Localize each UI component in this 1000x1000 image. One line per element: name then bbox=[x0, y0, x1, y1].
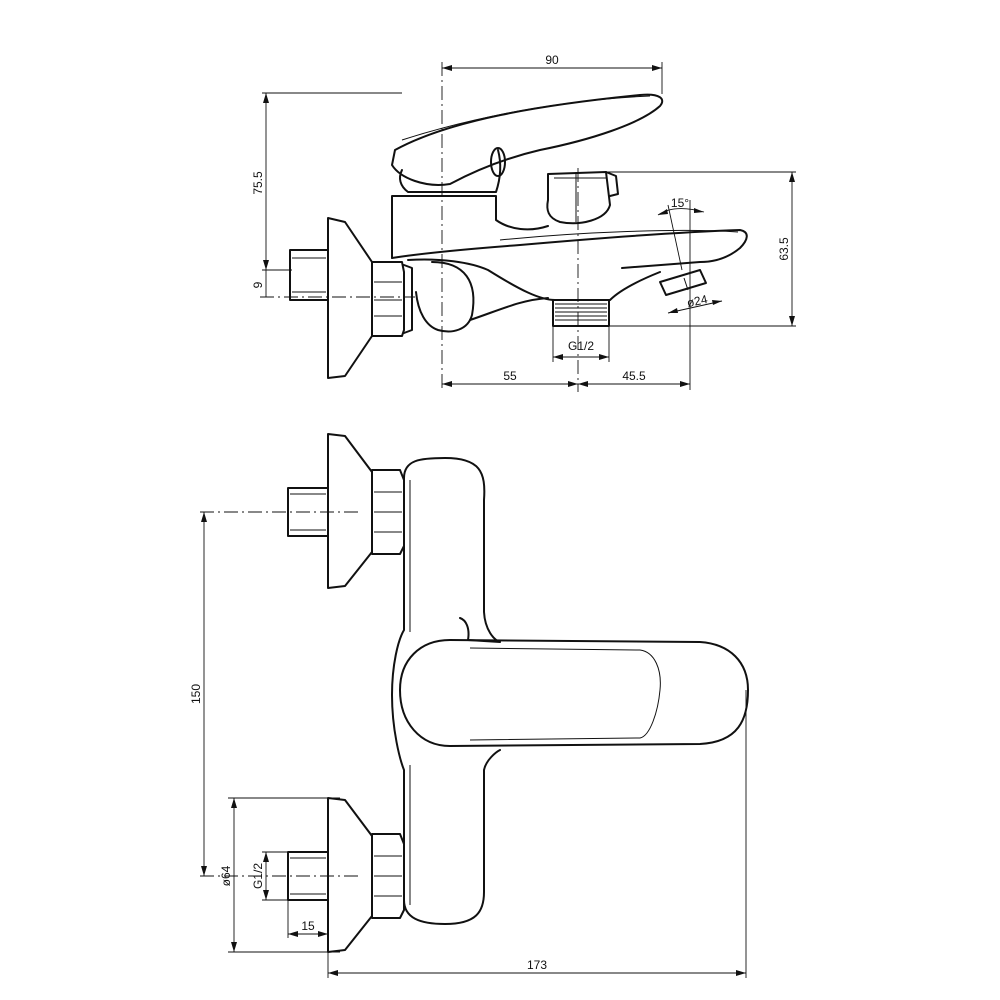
dimension-outlet-thread: G1/2 bbox=[552, 326, 610, 362]
dimension-inlet-thread: G1/2 bbox=[251, 851, 290, 901]
dimension-15: 15 bbox=[287, 900, 329, 938]
dimension-150: 150 bbox=[189, 512, 207, 876]
dim-outlet-thread-label: G1/2 bbox=[568, 339, 594, 353]
dimension-75-5: 75.5 bbox=[251, 92, 402, 270]
outlet-thread bbox=[552, 299, 610, 327]
spout-aerator bbox=[659, 269, 707, 296]
lever-handle bbox=[391, 93, 664, 193]
dim-173-label: 173 bbox=[527, 958, 547, 972]
diverter-knob bbox=[546, 171, 619, 225]
dim-9-label: 9 bbox=[251, 281, 265, 288]
dimension-15-deg: 15° bbox=[657, 196, 705, 390]
dimension-173: 173 bbox=[327, 690, 747, 978]
dim-15-deg-label: 15° bbox=[671, 196, 689, 210]
side-view: 90 75.5 9 63.5 bbox=[251, 53, 796, 392]
dimension-55-45-5: 55 45.5 bbox=[442, 369, 690, 387]
top-view: 150 ø64 G1/2 15 bbox=[189, 433, 749, 978]
dim-45-5-label: 45.5 bbox=[622, 369, 646, 383]
upper-inlet bbox=[200, 433, 405, 589]
dimension-dia-64: ø64 bbox=[219, 797, 340, 953]
lever-top bbox=[399, 639, 749, 747]
dim-55-label: 55 bbox=[503, 369, 517, 383]
dimension-90: 90 bbox=[442, 53, 663, 94]
dim-63-5-label: 63.5 bbox=[777, 237, 791, 261]
dimension-63-5: 63.5 bbox=[600, 171, 796, 327]
dimension-dia-24: ø24 bbox=[667, 292, 723, 314]
dim-dia-64-label: ø64 bbox=[219, 865, 233, 886]
dim-inlet-thread-label: G1/2 bbox=[251, 863, 265, 889]
dim-90-label: 90 bbox=[545, 53, 559, 67]
wall-inlet bbox=[289, 217, 413, 379]
body-top bbox=[391, 457, 501, 925]
dim-15-label: 15 bbox=[301, 919, 315, 933]
dim-75-5-label: 75.5 bbox=[251, 171, 265, 195]
dimension-9: 9 bbox=[251, 269, 292, 297]
dim-dia-24-label: ø24 bbox=[686, 292, 709, 310]
dim-150-label: 150 bbox=[189, 684, 203, 704]
mixer-body bbox=[391, 195, 748, 333]
